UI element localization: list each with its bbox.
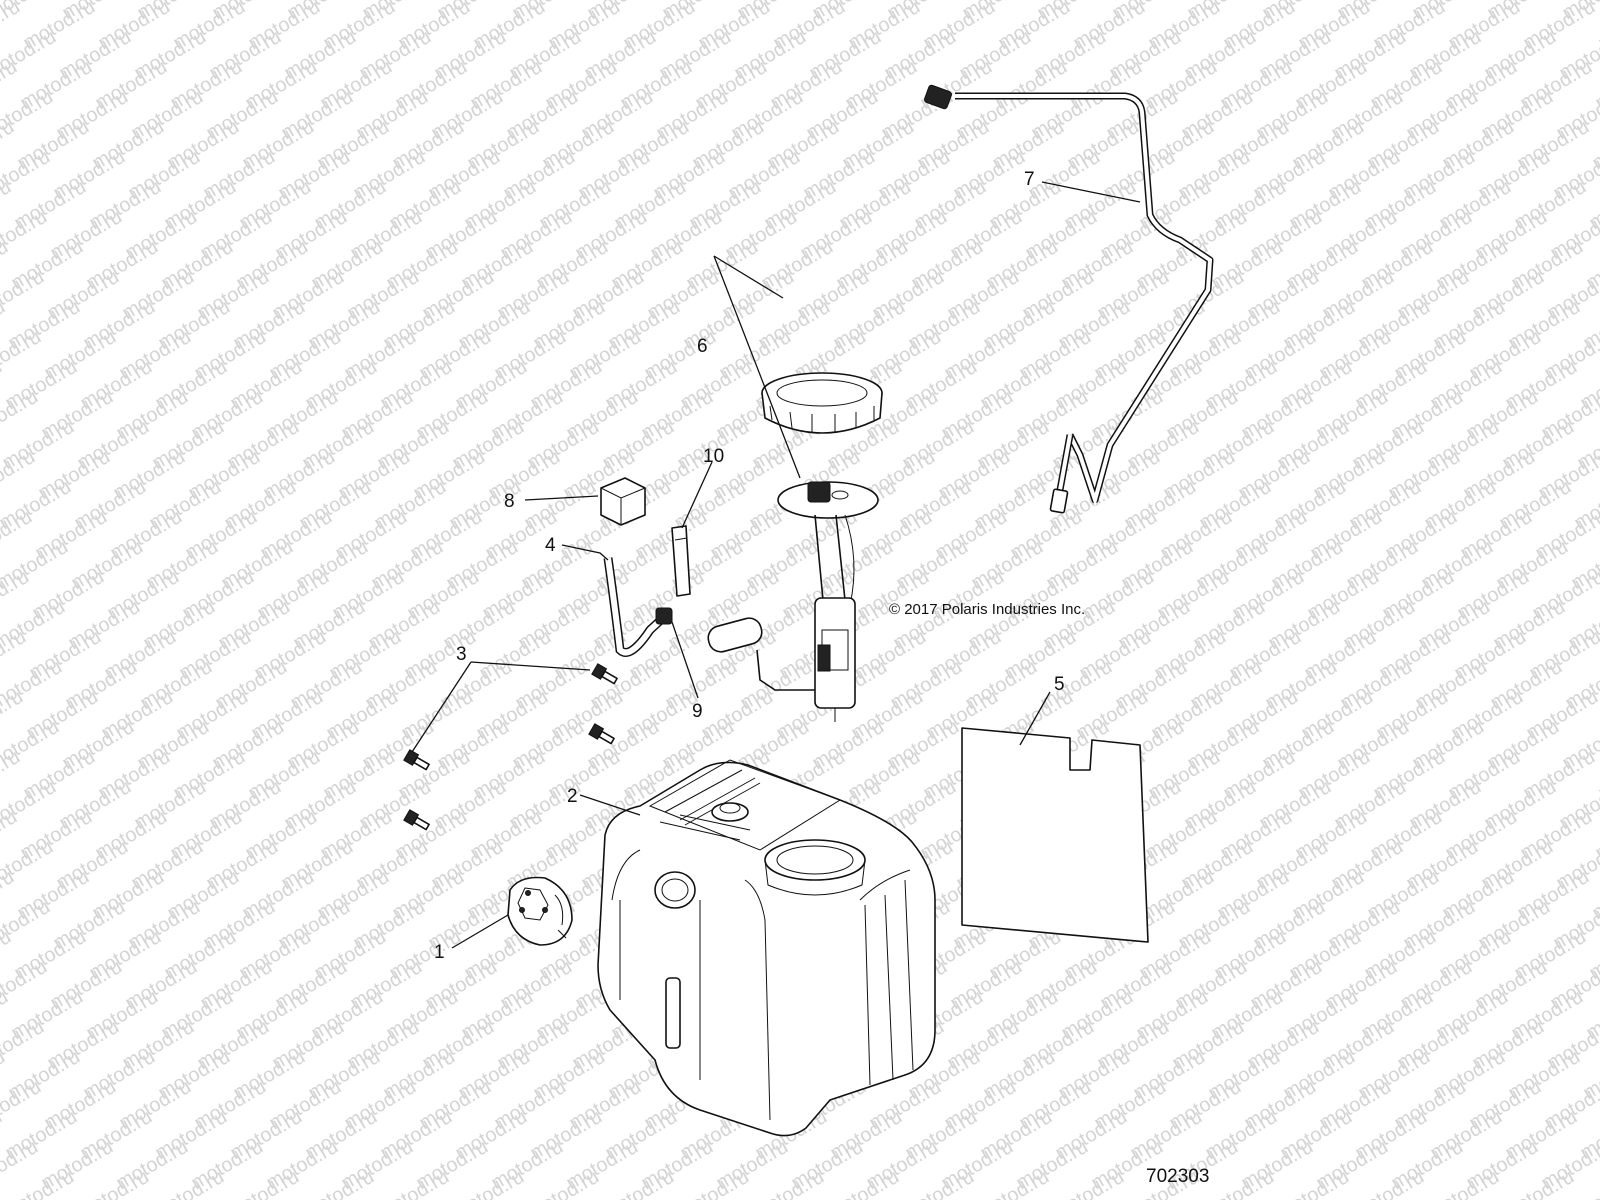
copyright-notice: © 2017 Polaris Industries Inc. (889, 601, 1085, 618)
callout-9: 9 (692, 701, 703, 722)
figure-number: 702303 (1146, 1166, 1209, 1187)
callout-5: 5 (1054, 674, 1065, 695)
callout-4: 4 (545, 535, 556, 556)
part-3-bolts (403, 663, 618, 831)
callout-1: 1 (434, 942, 445, 963)
part-5-pad (961, 727, 1149, 943)
callout-6: 6 (697, 336, 708, 357)
callout-2: 2 (567, 786, 578, 807)
callout-3: 3 (456, 644, 467, 665)
part-9-clamp (655, 607, 673, 625)
part-8-block (600, 477, 646, 526)
callout-10: 10 (703, 446, 724, 467)
callout-7: 7 (1024, 169, 1035, 190)
callout-8: 8 (504, 491, 515, 512)
